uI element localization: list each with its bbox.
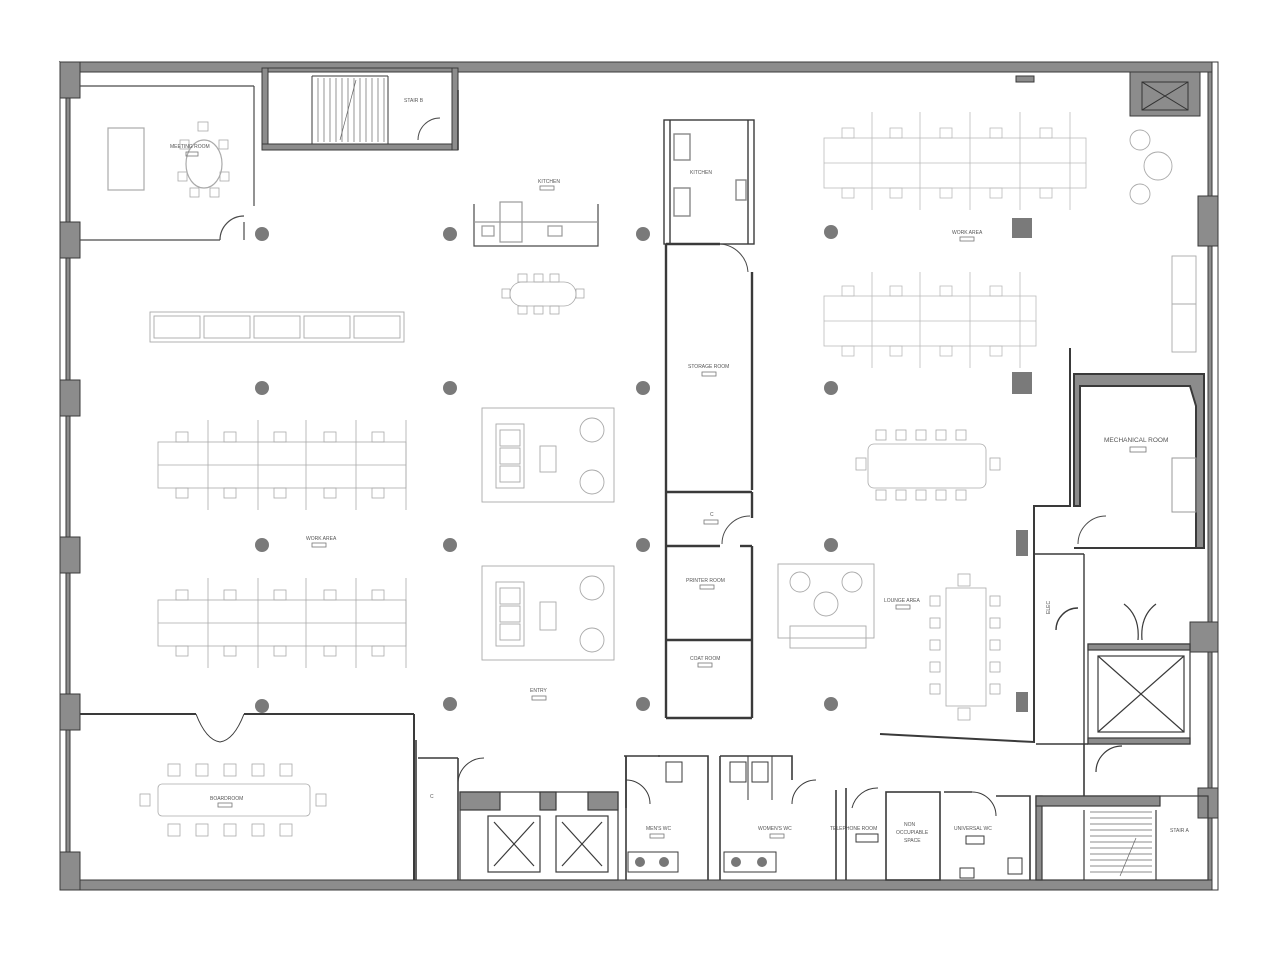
storage-spine	[664, 242, 754, 720]
kitchen-tag	[539, 185, 555, 191]
elevators-south	[459, 791, 619, 881]
telephone-room-label: TELEPHONE ROOM	[830, 826, 877, 832]
boardroom	[80, 713, 415, 880]
small-closet-label: C	[430, 794, 434, 800]
meeting-room	[80, 85, 255, 241]
lounge-area-tag	[895, 604, 911, 610]
elec-closet	[1034, 553, 1085, 744]
printer-room-tag	[699, 584, 715, 590]
kitchen-small-label: KITCHEN	[690, 170, 712, 176]
stair-a	[1035, 795, 1209, 881]
exterior-wall-right	[1211, 61, 1219, 891]
mens-wc-label: MEN'S WC	[646, 826, 672, 832]
mechanical-room	[1073, 373, 1205, 549]
corner-lounge	[1129, 129, 1197, 353]
interior-walls	[415, 90, 1088, 880]
entry-label: ENTRY	[530, 688, 548, 694]
non-occupiable-space	[885, 791, 941, 881]
elec-label: ELEC	[1046, 601, 1052, 614]
storage-room-label: STORAGE ROOM	[688, 364, 729, 370]
coat-room-label: COAT ROOM	[690, 656, 720, 662]
closet-tag	[703, 519, 719, 525]
bench-seating	[149, 311, 405, 343]
lounge-set-south	[481, 565, 615, 661]
boardroom-table	[139, 763, 327, 837]
dining-table	[501, 273, 585, 315]
lounge-area-label: LOUNGE AREA	[884, 598, 921, 604]
workstations-west-2	[157, 578, 407, 668]
mechanical-door	[1077, 515, 1107, 545]
lounge-area-sofa-set	[777, 563, 875, 649]
exterior-wall-top	[59, 61, 1219, 73]
stair-a-label: STAIR A	[1170, 828, 1189, 834]
meeting-room-chairs	[177, 121, 230, 198]
boardroom-tag	[217, 802, 233, 808]
kitchen-small-room	[663, 119, 755, 245]
long-table	[929, 573, 1001, 721]
work-area-ne-label: WORK AREA	[952, 230, 983, 236]
lounge-set-north	[481, 407, 615, 503]
universal-wc	[944, 791, 1031, 880]
womens-wc	[719, 755, 837, 880]
kitchen-counter	[473, 201, 599, 247]
womens-wc-sinks	[723, 851, 777, 873]
mens-wc-sinks	[627, 851, 679, 873]
storage-door	[719, 243, 749, 273]
stair-b-label: STAIR B	[404, 98, 424, 104]
mechanical-room-label: MECHANICAL ROOM	[1104, 437, 1168, 444]
closet-label: C	[710, 512, 714, 518]
workstations-west-1	[157, 420, 407, 510]
womens-wc-label: WOMEN'S WC	[758, 826, 792, 832]
mens-wc-tag	[649, 833, 665, 839]
meeting-room-tag	[185, 151, 199, 157]
lounge-partition	[879, 348, 1071, 744]
mechanical-room-tag	[1129, 446, 1147, 453]
closet-door	[721, 515, 751, 545]
womens-wc-tag	[769, 833, 785, 839]
entry-tag	[531, 695, 547, 701]
printer-room-label: PRINTER ROOM	[686, 578, 725, 584]
work-area-ne-tag	[959, 236, 975, 242]
workstations-northeast-2	[823, 272, 1037, 368]
workstations-northeast-1	[823, 112, 1087, 210]
coat-room-tag	[697, 662, 713, 668]
storage-room-tag	[701, 371, 717, 377]
stair-a-treads	[1090, 811, 1152, 877]
perimeter-piers	[59, 61, 1219, 891]
work-area-west-label: WORK AREA	[306, 536, 337, 542]
non-occupiable-line3: SPACE	[904, 838, 921, 844]
structural-columns	[255, 218, 1032, 713]
small-closet-south	[418, 757, 485, 880]
exterior-wall-bottom	[59, 879, 1219, 891]
exterior-walls	[58, 60, 1219, 891]
exterior-wall-left	[59, 61, 67, 891]
stair-b-treads	[317, 78, 385, 142]
mens-wc	[625, 755, 709, 880]
shaft-top-right	[1141, 81, 1189, 111]
non-occupiable-line2: OCCUPIABLE	[896, 830, 929, 836]
meeting-room-label: MEETING ROOM	[170, 144, 210, 150]
boardroom-label: BOARDROOM	[210, 796, 243, 802]
telephone-room	[845, 787, 879, 880]
universal-wc-label: UNIVERSAL WC	[954, 826, 992, 832]
kitchen-label: KITCHEN	[538, 179, 560, 185]
work-area-west-tag	[311, 542, 327, 548]
stair-b-door	[417, 117, 441, 141]
conference-table-east	[855, 429, 1001, 501]
elevator-east	[1087, 603, 1191, 773]
non-occupiable-line1: NON	[904, 822, 916, 828]
